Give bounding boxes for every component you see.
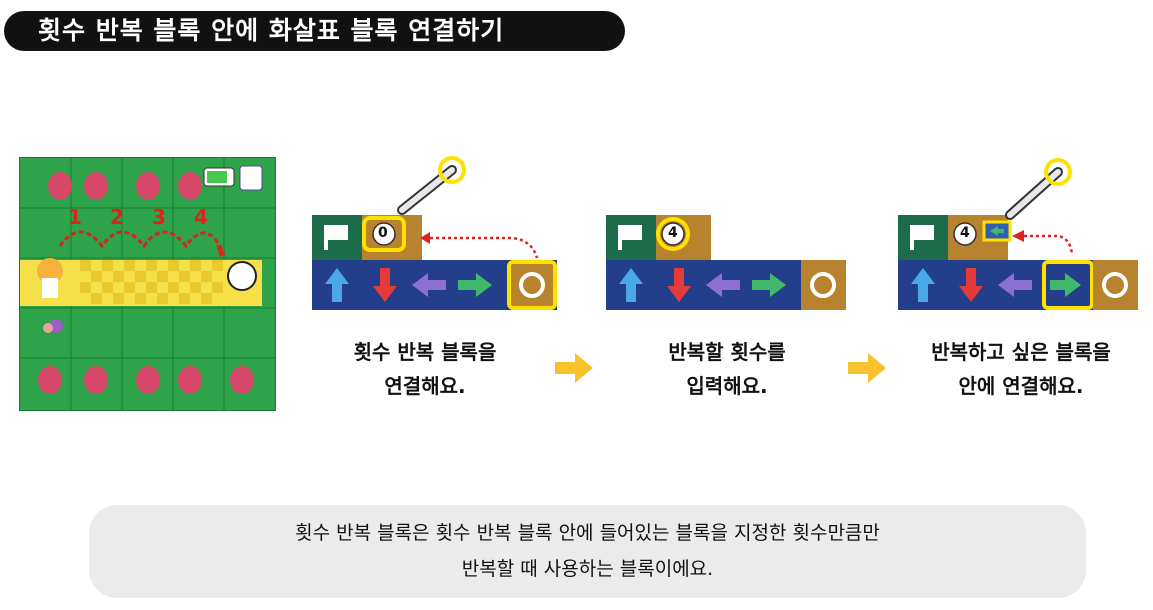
step2-count-value: 4 [668, 225, 678, 241]
step1-count-value: 0 [378, 225, 388, 241]
step3-caption-line2: 안에 연결해요. [958, 374, 1084, 398]
repeat-icon [810, 272, 836, 298]
left-arrow-icon [998, 273, 1032, 297]
down-arrow-icon [959, 268, 983, 302]
step1-block-svg [312, 156, 557, 310]
step2-caption: 반복할 횟수를 입력해요. [612, 335, 842, 403]
step2-block-diagram: 4 [606, 150, 856, 310]
up-arrow-icon [911, 268, 935, 302]
up-arrow-icon [325, 268, 349, 302]
step3-caption: 반복하고 싶은 블록을 안에 연결해요. [906, 335, 1136, 403]
right-arrow-icon [458, 273, 492, 297]
down-arrow-icon [667, 268, 691, 302]
description-box: 횟수 반복 블록은 횟수 반복 블록 안에 들어있는 블록을 지정한 횟수만큼만… [89, 505, 1086, 598]
step2-caption-line1: 반복할 횟수를 [668, 340, 786, 364]
next-arrow-icon [555, 353, 593, 383]
up-arrow-icon [619, 268, 643, 302]
step3-block-svg [898, 158, 1138, 310]
step2-block-svg [606, 215, 846, 310]
step-number-labels: 1 2 3 4 [60, 205, 260, 235]
game-board-svg [20, 158, 275, 410]
step3-count-value: 4 [960, 225, 970, 241]
game-board-illustration: 1 2 3 4 [19, 157, 276, 411]
step1-caption: 횟수 반복 블록을 연결해요. [310, 335, 540, 403]
step1-caption-line2: 연결해요. [384, 374, 466, 398]
step-number-3: 3 [152, 205, 166, 229]
repeat-icon [519, 272, 545, 298]
description-line1: 횟수 반복 블록은 횟수 반복 블록 안에 들어있는 블록을 지정한 횟수만큼만 [295, 522, 880, 544]
step1-block-diagram: 0 [312, 150, 562, 310]
step1-caption-line1: 횟수 반복 블록을 [353, 340, 497, 364]
step-number-4: 4 [194, 205, 208, 229]
left-arrow-icon [412, 273, 446, 297]
repeat-icon [1102, 272, 1128, 298]
right-arrow-icon [1050, 273, 1081, 297]
step2-caption-line2: 입력해요. [686, 374, 768, 398]
page-title-text: 횟수 반복 블록 안에 화살표 블록 연결하기 [38, 16, 505, 45]
left-arrow-icon [706, 273, 740, 297]
right-arrow-icon [752, 273, 786, 297]
next-arrow-icon [848, 353, 886, 383]
step3-caption-line1: 반복하고 싶은 블록을 [931, 340, 1111, 364]
down-arrow-icon [373, 268, 397, 302]
step-number-1: 1 [68, 205, 82, 229]
page-title: 횟수 반복 블록 안에 화살표 블록 연결하기 [4, 11, 625, 51]
step-number-2: 2 [110, 205, 124, 229]
step3-block-diagram: 4 [898, 150, 1148, 310]
description-line2: 반복할 때 사용하는 블록이에요. [461, 558, 714, 580]
